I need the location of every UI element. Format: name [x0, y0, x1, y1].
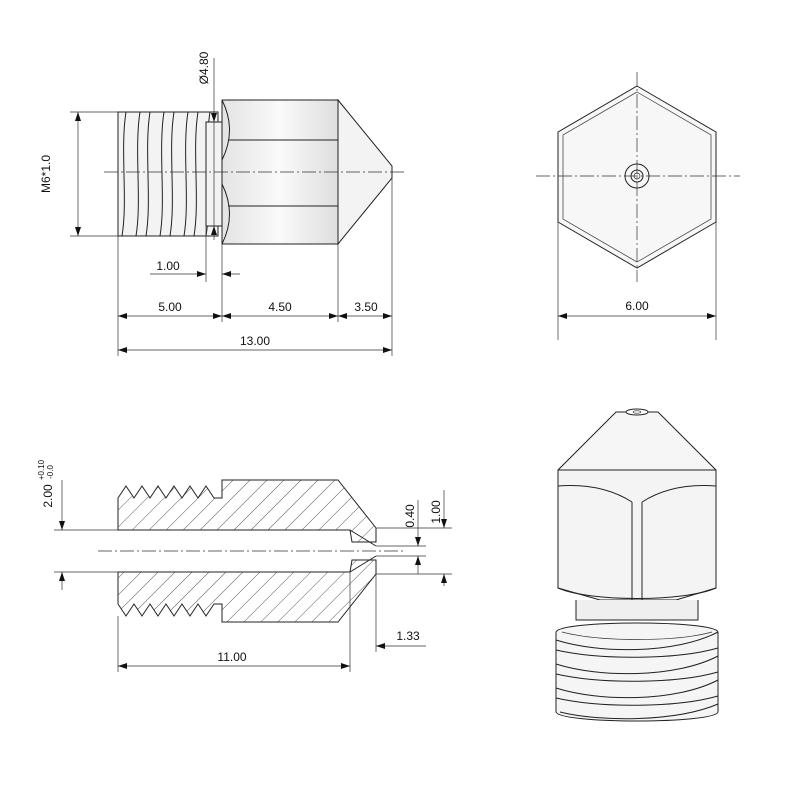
isometric-view: [555, 408, 719, 722]
thread-body: [117, 111, 219, 237]
section-upper: [117, 479, 377, 543]
iso-hex: [557, 469, 717, 601]
bore-tol-lower: -0.0: [46, 465, 55, 479]
section-lower: [117, 559, 377, 623]
side-view: M6*1.0 Ø4.80 1.00 5.00 4.50 3.50 13.: [39, 51, 404, 356]
orifice-inner: [630, 169, 644, 183]
section-view: 2.00 +0.10 -0.0 0.40 1.00 1.33 11.00: [37, 459, 452, 672]
across-flats-label: 6.00: [625, 299, 649, 313]
overall-length-label: 13.00: [240, 334, 270, 348]
front-view: 6.00: [536, 72, 740, 340]
bore-tol-upper: +0.10: [37, 459, 46, 480]
bore-depth-label: 11.00: [217, 650, 246, 664]
bore-label-main: 2.00: [41, 484, 55, 508]
thread-grooves: [121, 111, 211, 237]
thread-label: M6*1.0: [39, 155, 53, 193]
tip-flat-label: 1.00: [429, 500, 443, 524]
orifice-outer: [624, 163, 650, 189]
thread-length-label: 5.00: [158, 300, 182, 314]
hole-diameter-label: Ø4.80: [197, 51, 211, 84]
iso-thread: [555, 622, 719, 722]
tip-length-label: 3.50: [354, 300, 378, 314]
hex-length-label: 4.50: [268, 300, 292, 314]
orifice-label: 0.40: [403, 504, 417, 528]
thread-relief-label: 1.00: [156, 259, 180, 273]
orifice-length-label: 1.33: [396, 629, 420, 643]
